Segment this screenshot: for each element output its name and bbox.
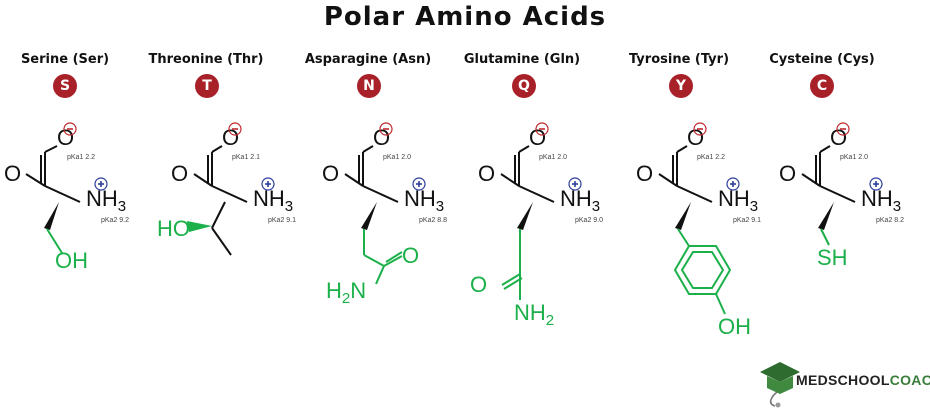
code-badge-asparagine: N	[357, 74, 381, 98]
carbonyl-oxygen-atom: O	[478, 161, 495, 186]
oxygen-atom: O	[830, 125, 847, 150]
molecule-threonine: O O NH3 HO pKa1 2.1 pKa2 9.1	[157, 122, 296, 256]
amide-oxygen-atom: O	[402, 243, 419, 268]
amino-acid-name-tyrosine: Tyrosine (Tyr)	[628, 52, 730, 67]
pka-acid-label: pKa1 2.2	[67, 154, 95, 161]
molecule-glutamine: O O NH3 O NH2 pKa1 2.0 pKa2 9.0	[470, 122, 603, 329]
molecule-asparagine: O O NH3 O H2N pKa1 2.0 pKa2 8.8	[322, 122, 447, 307]
oxygen-atom: O	[529, 125, 546, 150]
molecule-serine: O O NH3 OH pKa1 2.2 pKa2 9.2	[4, 122, 129, 273]
pka-amine-label: pKa2 9.1	[268, 217, 296, 224]
pka-amine-label: pKa2 9.1	[733, 217, 761, 224]
oxygen-atom: O	[57, 125, 74, 150]
carbonyl-oxygen-atom: O	[322, 161, 339, 186]
amino-acid-name-asparagine: Asparagine (Asn)	[304, 52, 432, 67]
side-chain-hydroxyl: OH	[55, 248, 88, 273]
code-badge-cysteine: C	[810, 74, 834, 98]
oxygen-atom: O	[687, 125, 704, 150]
pka-acid-label: pKa1 2.0	[840, 154, 868, 161]
side-chain-amide: H2N	[326, 278, 366, 307]
amine-group: NH3	[718, 186, 758, 215]
pka-amine-label: pKa2 8.2	[876, 217, 904, 224]
molecule-tyrosine: O O NH3 OH pKa1 2.2 pKa2 9.1	[636, 122, 761, 339]
amino-acid-name-threonine: Threonine (Thr)	[148, 52, 264, 67]
carbonyl-oxygen-atom: O	[4, 161, 21, 186]
side-chain-hydroxyl: HO	[157, 216, 190, 241]
pka-amine-label: pKa2 9.2	[101, 217, 129, 224]
medschoolcoach-logo-text: MEDSCHOOLCOACH	[796, 372, 930, 388]
code-badge-glutamine: Q	[512, 74, 536, 98]
pka-amine-label: pKa2 9.0	[575, 217, 603, 224]
side-chain-amide: NH2	[514, 300, 554, 329]
code-badge-tyrosine: Y	[669, 74, 693, 98]
amine-group: NH3	[560, 186, 600, 215]
code-badge-serine: S	[53, 74, 77, 98]
carbonyl-oxygen-atom: O	[636, 161, 653, 186]
page-title: Polar Amino Acids	[323, 2, 607, 32]
amino-acid-name-glutamine: Glutamine (Gln)	[463, 52, 581, 67]
amino-acid-name-serine: Serine (Ser)	[20, 52, 110, 67]
oxygen-atom: O	[222, 125, 239, 150]
side-chain-thiol: SH	[817, 245, 848, 270]
code-badge-threonine: T	[195, 74, 219, 98]
amine-group: NH3	[404, 186, 444, 215]
medschoolcoach-logo-icon	[760, 362, 800, 408]
amine-group: NH3	[86, 186, 126, 215]
pka-acid-label: pKa1 2.2	[697, 154, 725, 161]
amide-oxygen-atom: O	[470, 272, 487, 297]
side-chain-hydroxyl: OH	[718, 314, 751, 339]
pka-amine-label: pKa2 8.8	[419, 217, 447, 224]
amine-group: NH3	[253, 186, 293, 215]
oxygen-atom: O	[373, 125, 390, 150]
carbonyl-oxygen-atom: O	[171, 161, 188, 186]
pka-acid-label: pKa1 2.0	[539, 154, 567, 161]
amine-group: NH3	[861, 186, 901, 215]
carbonyl-oxygen-atom: O	[779, 161, 796, 186]
molecule-cysteine: O O NH3 SH pKa1 2.0 pKa2 8.2	[779, 122, 904, 270]
pka-acid-label: pKa1 2.0	[383, 154, 411, 161]
amino-acid-name-cysteine: Cysteine (Cys)	[769, 52, 875, 67]
pka-acid-label: pKa1 2.1	[232, 154, 260, 161]
